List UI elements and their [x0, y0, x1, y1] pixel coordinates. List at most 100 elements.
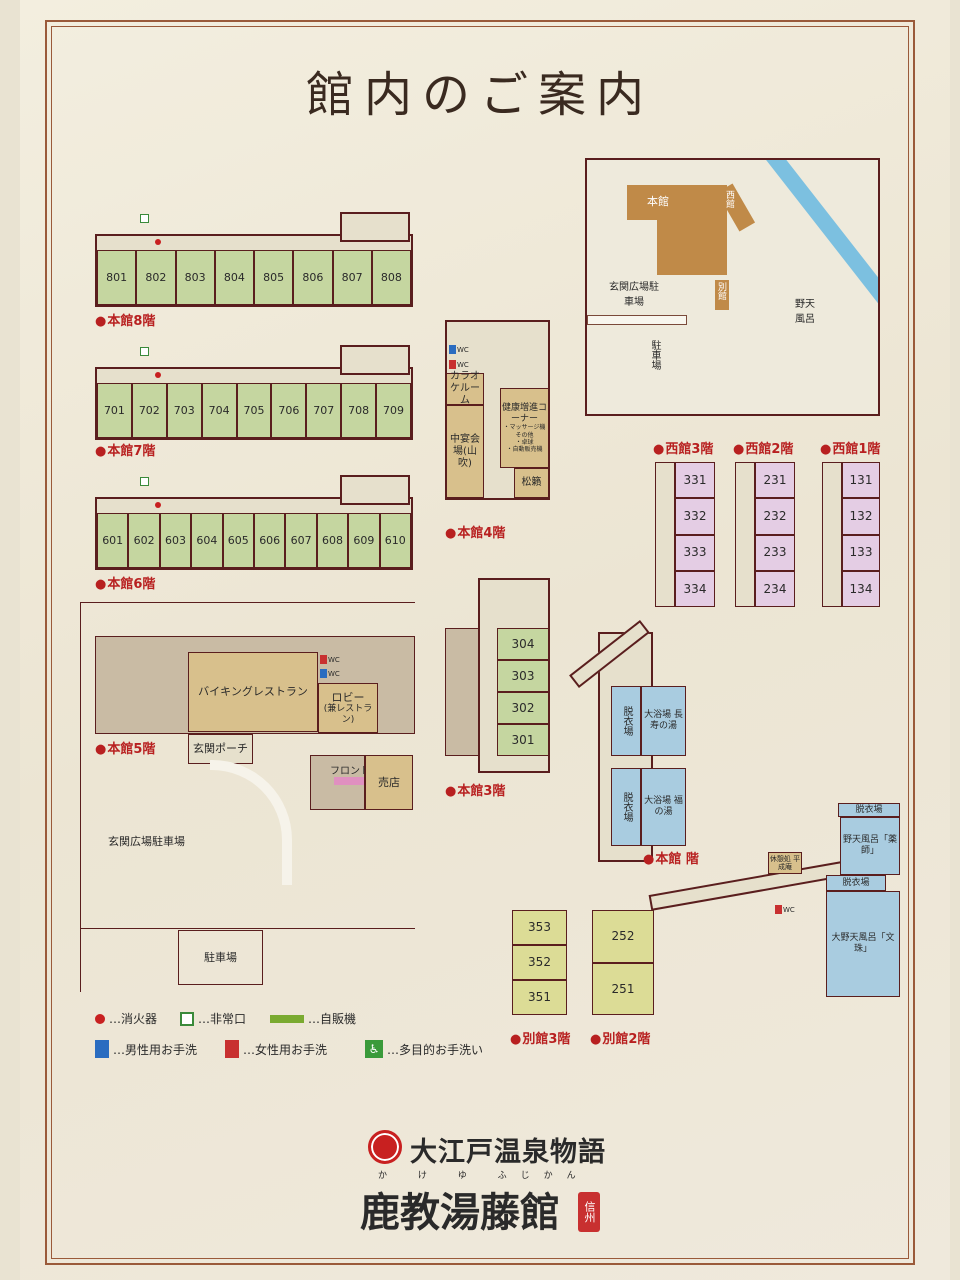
- guest-room: 301: [497, 724, 549, 756]
- health-item: その他: [515, 431, 534, 439]
- site-label-annex: 別館: [716, 282, 726, 300]
- guest-room: 607: [285, 513, 317, 568]
- vending-icon: [270, 1014, 304, 1023]
- brand-reading: か け ゆ ふじかん: [378, 1171, 590, 1181]
- open-bath-monju: 大野天風呂「文珠」: [826, 891, 900, 997]
- guest-room: 807: [332, 250, 372, 305]
- wc-female: WC: [449, 360, 469, 369]
- guest-room: 331: [675, 462, 715, 499]
- wc-accessible: WC: [775, 905, 795, 914]
- extinguisher-icon: [155, 239, 161, 245]
- stair-core: [340, 475, 410, 505]
- guest-room: 707: [306, 383, 342, 438]
- exit-icon: [140, 347, 149, 356]
- open-dressing-2: 脱衣場: [826, 875, 886, 891]
- west-2-label: 西館2階: [733, 438, 793, 457]
- floor-5-area: [80, 602, 415, 992]
- site-map: 本館 西館 別館 玄関広場駐車場 駐車場 野天風呂: [585, 158, 880, 416]
- exit-icon: [180, 1011, 194, 1026]
- shop: 売店: [365, 755, 413, 810]
- guest-room: 804: [214, 250, 254, 305]
- brand-name: 鹿教湯藤館: [360, 1189, 560, 1236]
- shoraі-room: 松籟: [514, 468, 549, 498]
- guest-room: 304: [497, 628, 549, 660]
- road: [587, 315, 687, 325]
- guest-room: 706: [271, 383, 307, 438]
- guest-room: 351: [512, 980, 567, 1015]
- wc-male: WC: [320, 669, 340, 678]
- health-corner-label: 健康増進コーナー: [501, 402, 547, 424]
- lobby-label: ロビー: [331, 690, 365, 704]
- floor-3-label: 本館3階: [445, 780, 505, 799]
- guest-room: 703: [166, 383, 202, 438]
- guest-room: 251: [592, 962, 654, 1015]
- female-toilet-icon: [225, 1040, 239, 1058]
- karaoke-room: カラオケルーム: [446, 371, 484, 406]
- lobby: ロビー(兼レストラン): [318, 683, 378, 733]
- front-desk: [334, 777, 364, 785]
- parking-lot: 駐車場: [178, 930, 263, 985]
- site-label-open-bath: 野天風呂: [795, 299, 815, 325]
- guest-room: 332: [675, 498, 715, 535]
- bath-fuku: 大浴場 福の湯: [641, 768, 686, 846]
- extinguisher-icon: [155, 502, 161, 508]
- brand-stamp: 信州: [578, 1192, 600, 1232]
- extinguisher-icon: [95, 1013, 105, 1024]
- plaza-parking-label: 玄関広場駐車場: [108, 835, 185, 848]
- west-3-label: 西館3階: [653, 438, 713, 457]
- dressing-room-1: 脱衣場: [611, 686, 641, 756]
- guest-room: 605: [222, 513, 254, 568]
- guest-room: 353: [512, 910, 567, 945]
- exit-icon: [140, 214, 149, 223]
- guest-room: 701: [97, 383, 132, 438]
- guest-room: 334: [675, 570, 715, 607]
- male-toilet-icon: [95, 1040, 109, 1058]
- guest-room: 704: [201, 383, 237, 438]
- guest-room: 234: [755, 570, 795, 607]
- guest-room: 708: [341, 383, 377, 438]
- brand-logo-icon: [368, 1130, 402, 1164]
- guest-room: 806: [293, 250, 333, 305]
- page-title: 館内のご案内: [305, 67, 654, 123]
- legend-exit: …非常口: [180, 1010, 246, 1027]
- guest-room: 252: [592, 910, 654, 963]
- guest-room: 709: [376, 383, 411, 438]
- west-1-label: 西館1階: [820, 438, 880, 457]
- guest-room: 232: [755, 498, 795, 535]
- guest-room: 808: [371, 250, 411, 305]
- guest-room: 131: [842, 462, 880, 499]
- guest-room: 803: [175, 250, 215, 305]
- site-label-parking: 駐車場: [649, 340, 660, 370]
- guest-room: 352: [512, 945, 567, 980]
- legend-extinguisher: …消火器: [95, 1010, 157, 1027]
- buffet-restaurant: バイキングレストラン: [188, 652, 318, 732]
- stairs: [822, 462, 842, 607]
- guest-room: 606: [254, 513, 286, 568]
- entrance-porch: 玄関ポーチ: [188, 734, 253, 764]
- site-label-main: 本館: [647, 195, 669, 208]
- exit-icon: [140, 477, 149, 486]
- annex-3-label: 別館3階: [510, 1028, 570, 1047]
- site-main-building-part: [657, 215, 727, 275]
- health-item: ・マッサージ機: [503, 424, 546, 432]
- bath-floor-label: 本館 階: [643, 848, 699, 867]
- wc-female: WC: [320, 655, 340, 664]
- site-label-west: 西館: [724, 190, 734, 208]
- guest-room: 132: [842, 498, 880, 535]
- wc-male: WC: [449, 345, 469, 354]
- site-main-building: [627, 185, 727, 220]
- guest-room: 801: [97, 250, 137, 305]
- extinguisher-icon: [155, 372, 161, 378]
- stair-core: [340, 212, 410, 242]
- guest-room: 134: [842, 570, 880, 607]
- guest-room: 805: [254, 250, 294, 305]
